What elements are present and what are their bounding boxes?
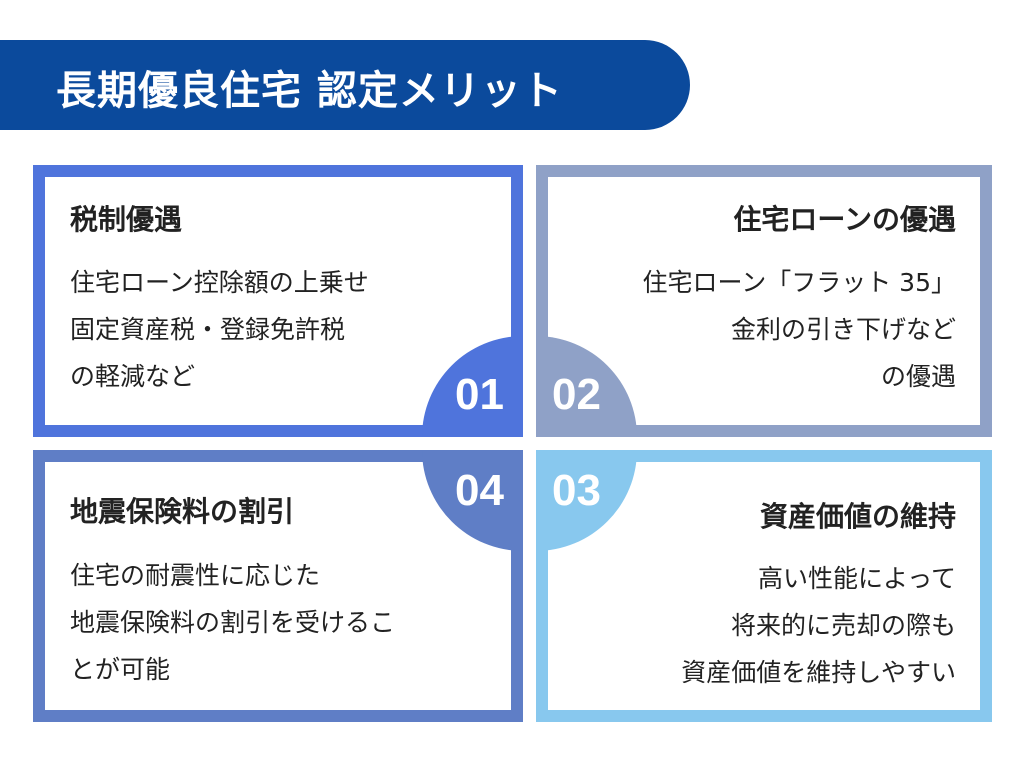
card-01-body: 住宅ローン控除額の上乗せ 固定資産税・登録免許税 の軽減など: [70, 259, 369, 400]
number-04: 04: [455, 466, 504, 515]
card-03-body: 高い性能によって 将来的に売却の際も 資産価値を維持しやすい: [681, 555, 956, 696]
card-01: [33, 165, 523, 437]
card-01-title: 税制優遇: [70, 203, 183, 236]
page-title: 長期優良住宅 認定メリット: [56, 68, 563, 114]
body-line: 地震保険料の割引を受けるこ: [70, 608, 396, 637]
card-02-title: 住宅ローンの優遇: [733, 203, 956, 236]
body-line: とが可能: [70, 655, 171, 684]
header-banner: 長期優良住宅 認定メリット: [0, 40, 690, 130]
card-02-body: 住宅ローン「フラット 35」 金利の引き下げなど の優遇: [642, 259, 956, 400]
body-line: 住宅ローン「フラット 35」: [642, 268, 956, 297]
body-line: 高い性能によって: [757, 564, 956, 593]
card-04-title: 地震保険料の割引: [70, 495, 295, 528]
card-02: [536, 165, 992, 437]
body-line: 金利の引き下げなど: [730, 315, 956, 344]
body-line: 住宅の耐震性に応じた: [70, 561, 321, 590]
card-04-body: 住宅の耐震性に応じた 地震保険料の割引を受けるこ とが可能: [70, 552, 395, 693]
body-line: 将来的に売却の際も: [730, 611, 956, 640]
number-01: 01: [455, 370, 504, 419]
body-line: 資産価値を維持しやすい: [681, 658, 956, 687]
number-02: 02: [552, 370, 601, 419]
body-line: 固定資産税・登録免許税: [70, 315, 346, 344]
number-03: 03: [552, 466, 601, 515]
body-line: の軽減など: [70, 362, 196, 391]
card-03-title: 資産価値の維持: [759, 500, 956, 533]
body-line: 住宅ローン控除額の上乗せ: [70, 268, 369, 297]
body-line: の優遇: [880, 362, 956, 391]
